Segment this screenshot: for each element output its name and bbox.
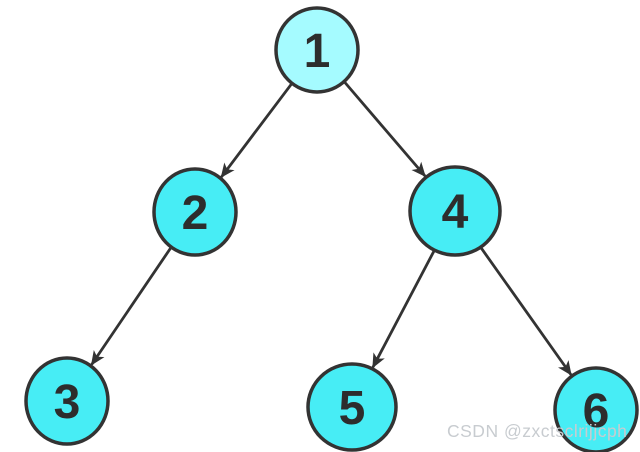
- csdn-watermark: CSDN @zxctsclrijjcph: [447, 421, 627, 441]
- tree-node-1: 1: [274, 6, 360, 94]
- tree-node-label-5: 5: [339, 382, 366, 435]
- tree-node-label-6: 6: [583, 385, 610, 438]
- tree-node-label-3: 3: [54, 376, 81, 429]
- tree-node-circle-3: [24, 356, 110, 446]
- tree-node-3: 3: [24, 356, 110, 446]
- tree-node-label-4: 4: [442, 186, 469, 239]
- edge-layer: [90, 80, 572, 376]
- tree-node-label-1: 1: [304, 25, 331, 78]
- tree-node-2: 2: [152, 167, 238, 257]
- tree-node-circle-1: [274, 6, 360, 94]
- node-layer: 1 2 4 3 5 6: [24, 6, 639, 452]
- tree-node-label-2: 2: [182, 187, 209, 240]
- tree-node-6: 6: [553, 366, 639, 452]
- tree-node-circle-5: [306, 362, 398, 452]
- tree-edge-4-6: [479, 246, 572, 376]
- tree-edge-1-2: [220, 82, 294, 178]
- tree-node-circle-6: [553, 366, 639, 452]
- tree-edge-2-3: [90, 246, 173, 366]
- tree-node-circle-2: [152, 167, 238, 257]
- tree-edge-4-5: [371, 249, 436, 369]
- tree-node-5: 5: [306, 362, 398, 452]
- tree-node-4: 4: [408, 165, 502, 257]
- tree-node-circle-4: [408, 165, 502, 257]
- tree-edge-1-4: [342, 80, 426, 177]
